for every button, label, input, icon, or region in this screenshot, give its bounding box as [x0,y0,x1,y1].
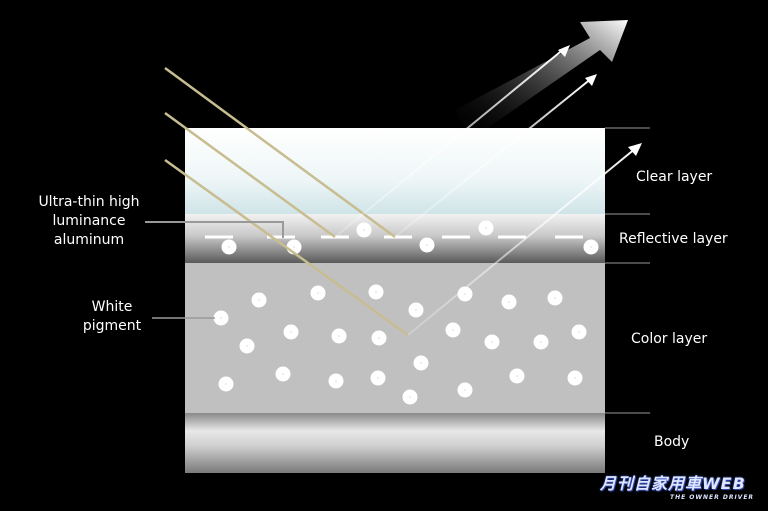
pigment-particle [413,355,429,371]
pigment-particle [457,382,473,398]
pigment-particle [275,366,291,382]
pigment-particle [509,368,525,384]
incident-rays [164,66,409,337]
pigment-particle [419,237,435,253]
aluminum-label-line: Ultra-thin high [38,194,140,210]
body-layer [185,413,605,473]
pigment-label-line: pigment [82,318,142,334]
body-label: Body [654,434,690,450]
pigment-particle [213,310,229,326]
pigment-particle [567,370,583,386]
pigment-particle [547,290,563,306]
pigment-particle [218,376,234,392]
pigment-particle [368,284,384,300]
pigment-particle [484,334,500,350]
reflective-layer-label: Reflective layer [619,231,728,247]
logo-subtitle: THE OWNER DRIVER [670,494,755,501]
clear-layer [185,128,605,214]
pigment-particle [533,334,549,350]
aluminum-label-line: aluminum [53,232,125,248]
pigment-particle [501,294,517,310]
color-layer-label: Color layer [631,331,708,347]
aluminum-label-line: luminance [52,213,126,229]
pigment-particle [251,292,267,308]
pigment-particle [328,373,344,389]
reflection-arrowhead [628,143,642,156]
white-pigment-particles [213,220,599,405]
large-reflection-arrow [455,20,628,140]
layer-divider-lines [605,127,650,414]
clear-layer-label: Clear layer [636,169,713,185]
pigment-particle [239,338,255,354]
pigment-particle [370,370,386,386]
aluminum-leader-line [145,221,284,238]
pigment-particle [478,220,494,236]
pigment-label: White pigment [72,298,152,336]
pigment-particle [221,239,237,255]
reflection-arrowhead [585,74,597,86]
pigment-particle [331,328,347,344]
pigment-particle [408,302,424,318]
aluminum-label: Ultra-thin high luminance aluminum [28,193,150,250]
pigment-particle [445,322,461,338]
pigment-particle [310,285,326,301]
logo-title: 月刊自家用車WEB [600,474,746,493]
pigment-particle [583,239,599,255]
reflected-rays [334,47,637,336]
reflection-arrowhead [558,45,570,57]
pigment-particle [356,222,372,238]
pigment-particle [371,330,387,346]
site-logo: 月刊自家用車WEB THE OWNER DRIVER [600,470,760,501]
pigment-particle [571,324,587,340]
pigment-label-line: White [91,299,133,315]
pigment-particle [402,389,418,405]
pigment-particle [283,324,299,340]
